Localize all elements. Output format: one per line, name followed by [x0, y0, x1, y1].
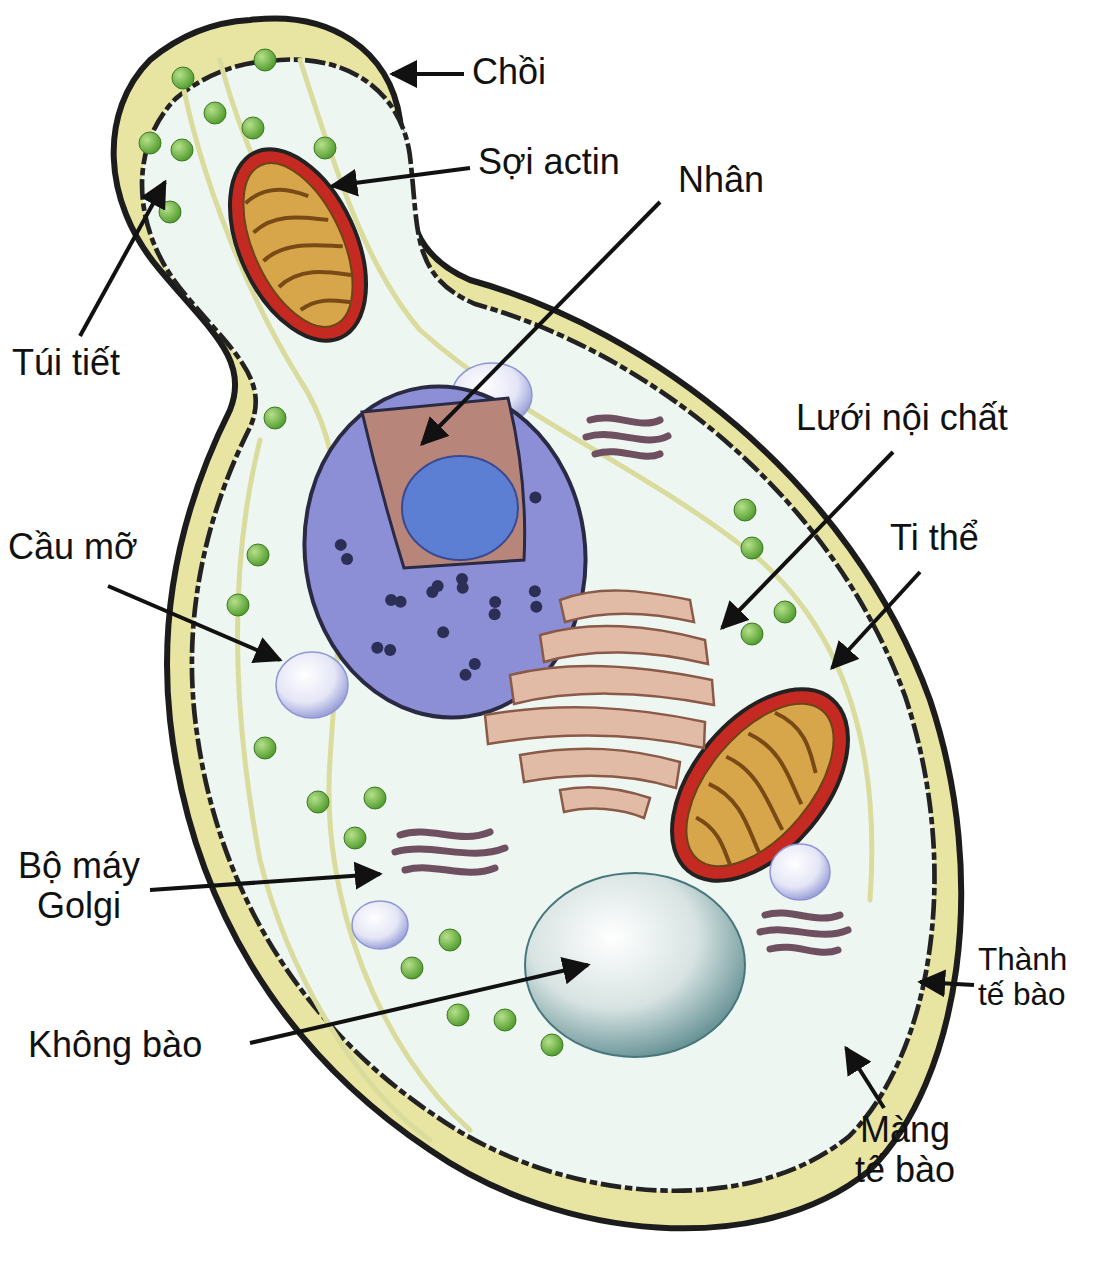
- mitochondrion-inner: [221, 147, 375, 344]
- nuclear-pore: [457, 582, 469, 594]
- cristae: [237, 171, 366, 329]
- nuclear-pore: [371, 642, 383, 654]
- part-label: Màng tế bào: [840, 1110, 970, 1191]
- er-cisterna: [560, 787, 650, 818]
- secretory-vesicle: [541, 1034, 563, 1056]
- actin-filament: [300, 60, 872, 900]
- secretory-vesicle: [439, 929, 461, 951]
- nuclear-pore: [341, 553, 353, 565]
- lipid-droplet: [352, 901, 408, 949]
- nuclear-pore: [437, 626, 449, 638]
- leader-line: [722, 452, 893, 628]
- nuclear-pore: [469, 658, 481, 670]
- leader-lines: [80, 74, 974, 1108]
- leader-line: [332, 168, 470, 186]
- secretory-vesicle: [314, 137, 336, 159]
- secretory-vesicle: [774, 601, 796, 623]
- part-label: Sợi actin: [478, 142, 620, 182]
- secretory-vesicle: [254, 49, 276, 71]
- part-label: Bộ máy Golgi: [4, 846, 154, 927]
- nuclear-pore: [489, 608, 501, 620]
- secretory-vesicle: [172, 67, 194, 89]
- secretory-vesicle: [227, 594, 249, 616]
- er-cisterna: [560, 591, 694, 622]
- secretory-vesicle: [494, 1009, 516, 1031]
- leader-line: [422, 202, 660, 444]
- leader-line: [150, 874, 380, 890]
- part-label: Cầu mỡ: [8, 527, 138, 567]
- leader-line: [920, 982, 974, 985]
- part-label: Thành tế bào: [978, 942, 1102, 1013]
- secretory-vesicle: [401, 957, 423, 979]
- er-cisterna: [485, 707, 705, 748]
- actin-filament: [180, 60, 872, 1140]
- secretory-vesicle: [741, 537, 763, 559]
- part-label: Chồi: [472, 52, 546, 92]
- nuclear-pore: [530, 601, 542, 613]
- mitochondrion-outer: [202, 128, 393, 362]
- vacuole: [525, 873, 745, 1057]
- lipid-droplet: [276, 652, 348, 718]
- leader-line: [846, 1048, 884, 1108]
- cell-membrane-outline: [142, 60, 934, 1191]
- secretory-vesicle: [139, 132, 161, 154]
- er-cisterna: [540, 626, 708, 664]
- golgi-apparatus: [586, 418, 668, 456]
- lipid-droplets: [276, 363, 830, 949]
- secretory-vesicle: [204, 102, 226, 124]
- cell-membrane: [142, 60, 934, 1191]
- nuclear-pore: [384, 644, 396, 656]
- lipid-droplet: [770, 844, 830, 900]
- golgi-apparatus: [395, 832, 505, 872]
- leader-line: [80, 182, 165, 336]
- secretory-vesicle: [247, 544, 269, 566]
- secretory-vesicle: [344, 827, 366, 849]
- part-label: Ti thể: [890, 518, 979, 558]
- nuclear-pore: [335, 539, 347, 551]
- leader-line: [832, 572, 920, 668]
- nuclear-pore: [529, 492, 541, 504]
- nuclear-pore: [529, 585, 541, 597]
- nuclear-pore: [426, 586, 438, 598]
- part-label: Túi tiết: [12, 343, 120, 383]
- leader-line: [250, 965, 588, 1043]
- cell-wall-outline: [114, 18, 962, 1228]
- mitochondrion: [202, 128, 393, 362]
- secretory-vesicle: [364, 787, 386, 809]
- golgi-apparatus: [395, 418, 848, 952]
- secretory-vesicle: [264, 407, 286, 429]
- endoplasmic-reticulum: [485, 591, 714, 818]
- er-cisterna: [510, 666, 714, 705]
- er-cisterna: [520, 749, 680, 788]
- secretory-vesicle: [447, 1004, 469, 1026]
- secretory-vesicles: [139, 49, 796, 1056]
- secretory-vesicle: [741, 623, 763, 645]
- leader-line: [392, 72, 464, 76]
- nuclear-pore: [489, 596, 501, 608]
- part-label: Không bào: [28, 1025, 202, 1065]
- secretory-vesicle: [307, 791, 329, 813]
- nuclear-pore: [459, 669, 471, 681]
- secretory-vesicle: [734, 499, 756, 521]
- part-label: Nhân: [678, 160, 764, 200]
- golgi-apparatus: [760, 913, 848, 952]
- secretory-vesicle: [159, 201, 181, 223]
- part-label: Lưới nội chất: [796, 398, 1008, 438]
- nucleolus: [402, 456, 518, 560]
- nuclear-pore: [385, 594, 397, 606]
- mitochondrion-inner: [659, 678, 862, 892]
- cell-wall: [114, 18, 962, 1228]
- secretory-vesicle: [242, 117, 264, 139]
- vacuole: [525, 873, 745, 1057]
- secretory-vesicle: [171, 139, 193, 161]
- secretory-vesicle: [254, 737, 276, 759]
- leader-line: [108, 586, 280, 660]
